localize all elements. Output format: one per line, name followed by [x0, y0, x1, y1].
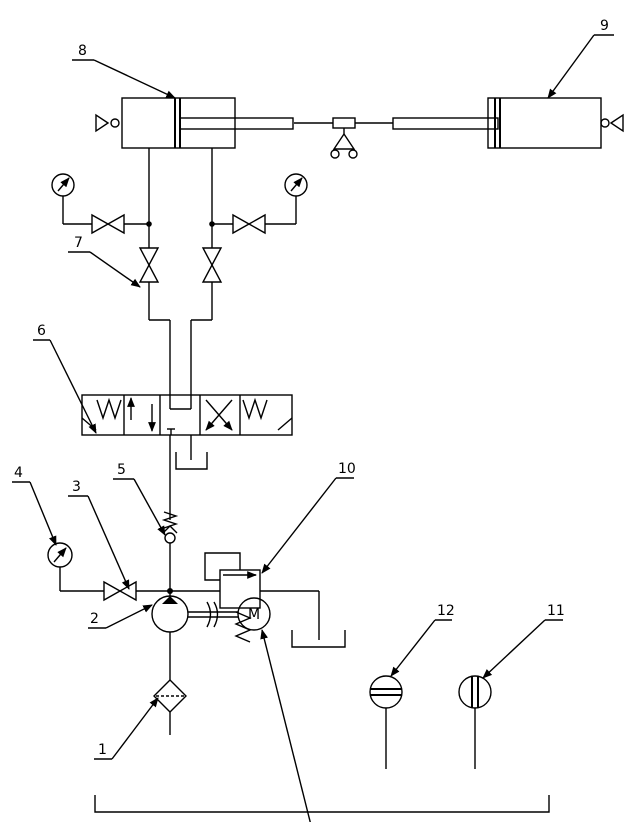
callout-9: 9	[600, 18, 609, 34]
callout-2: 2	[90, 611, 99, 627]
callout-3: 3	[72, 479, 81, 495]
flow-meter-11	[458, 675, 492, 769]
reservoir-tank	[94, 795, 550, 813]
directional-control-valve	[81, 394, 293, 520]
right-mount-icon	[609, 113, 624, 133]
gauge-branch-bottom	[47, 542, 170, 602]
cylinder-supply-lines	[146, 148, 215, 395]
callout-7: 7	[74, 235, 83, 251]
right-shutoff-valve	[201, 247, 223, 283]
flow-meter-icon	[458, 675, 492, 709]
callout-1: 1	[98, 742, 107, 758]
callout-8: 8	[78, 43, 87, 59]
check-valve	[161, 511, 179, 591]
callout-11: 11	[547, 603, 565, 619]
left-shutoff-valve	[138, 247, 160, 283]
left-hydraulic-cylinder	[95, 97, 333, 149]
left-gauge-branch	[51, 173, 149, 235]
pump-motor-assembly: M	[151, 591, 271, 680]
electric-motor-icon	[237, 597, 271, 631]
callout-4: 4	[14, 465, 23, 481]
left-mount-icon	[95, 113, 110, 133]
right-gauge-branch	[212, 173, 308, 235]
callout-6: 6	[37, 323, 46, 339]
callout-leaders	[12, 34, 614, 822]
flow-meter-12	[369, 675, 403, 769]
callout-5: 5	[117, 462, 126, 478]
right-hydraulic-cylinder	[392, 97, 624, 149]
motor-label: M	[248, 607, 260, 623]
flow-meter-icon	[369, 675, 403, 709]
filter	[153, 679, 187, 735]
coupling-carriage	[330, 117, 393, 159]
callout-10: 10	[338, 461, 356, 477]
callout-labels: 8 9 7 6 5 10 4 3 2 1 13 12 11	[14, 18, 609, 758]
callout-12: 12	[437, 603, 455, 619]
relief-valve	[170, 552, 346, 648]
